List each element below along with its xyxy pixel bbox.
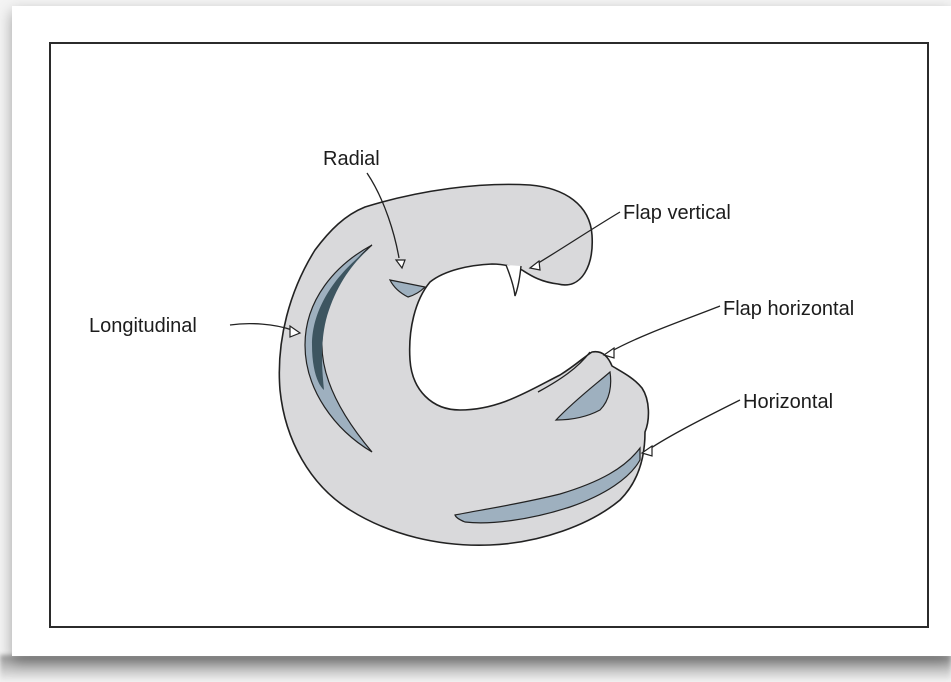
label-longitudinal: Longitudinal	[89, 315, 197, 337]
arrow-flap-horizontal	[610, 306, 720, 352]
label-horizontal: Horizontal	[743, 391, 833, 413]
label-flap-horizontal: Flap horizontal	[723, 298, 854, 320]
arrow-horizontal	[648, 400, 740, 450]
label-flap-vertical: Flap vertical	[623, 202, 731, 224]
label-radial: Radial	[323, 148, 380, 170]
arrow-longitudinal	[230, 324, 292, 330]
flap-vertical-tear	[506, 265, 521, 296]
